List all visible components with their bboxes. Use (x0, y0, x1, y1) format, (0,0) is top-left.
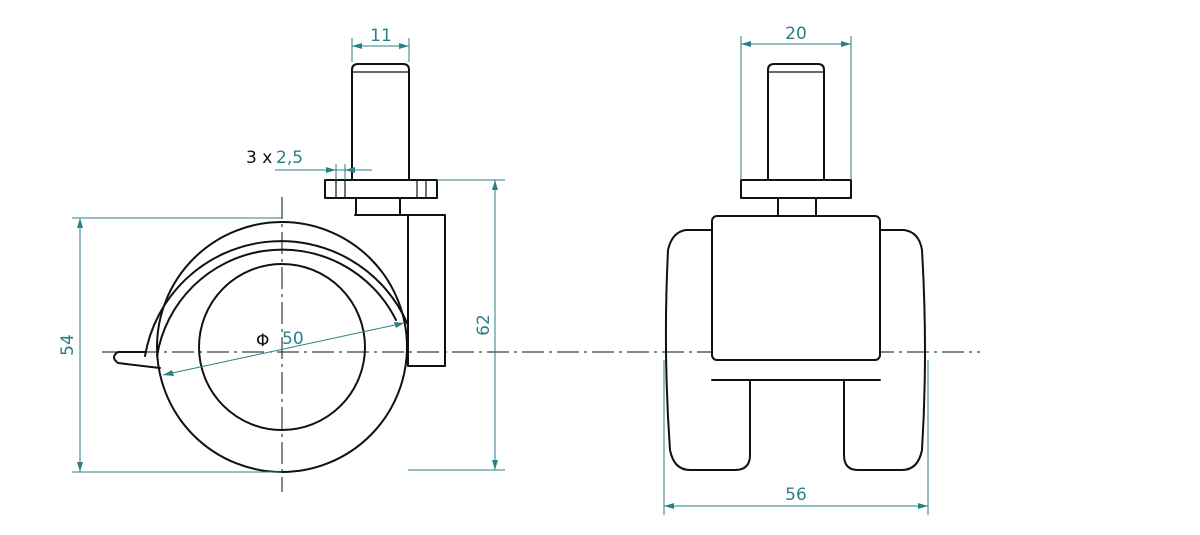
front-view (664, 63, 926, 471)
dim-stem-width: 11 (370, 26, 392, 46)
mounting-plate-front (740, 179, 852, 199)
stem-front (767, 63, 825, 181)
dimensions: 11 3 x 2,5 62 54 Φ 50 20 (58, 24, 929, 515)
dim-wheel-diameter-symbol: Φ (256, 331, 269, 351)
dim-holes-prefix: 3 x (246, 148, 272, 168)
wheel-right (843, 229, 926, 471)
dim-overall-height: 62 (474, 314, 494, 336)
wheel-hub (198, 263, 366, 431)
swivel-neck (355, 196, 401, 216)
brake-lever (113, 351, 161, 369)
mounting-plate (324, 179, 438, 199)
wheel-left (664, 229, 751, 471)
stem (351, 63, 410, 181)
dim-wheel-height: 54 (58, 334, 78, 356)
dim-plate-width: 20 (785, 24, 807, 44)
brake-hood-inner (156, 248, 397, 357)
swivel-neck-front (777, 196, 817, 217)
fork-leg (354, 214, 446, 367)
caster-body (711, 215, 881, 361)
dim-holes-size: 2,5 (276, 148, 303, 168)
dim-overall-width: 56 (785, 485, 807, 505)
brake-hood (144, 240, 409, 357)
dim-wheel-diameter: 50 (282, 329, 304, 349)
